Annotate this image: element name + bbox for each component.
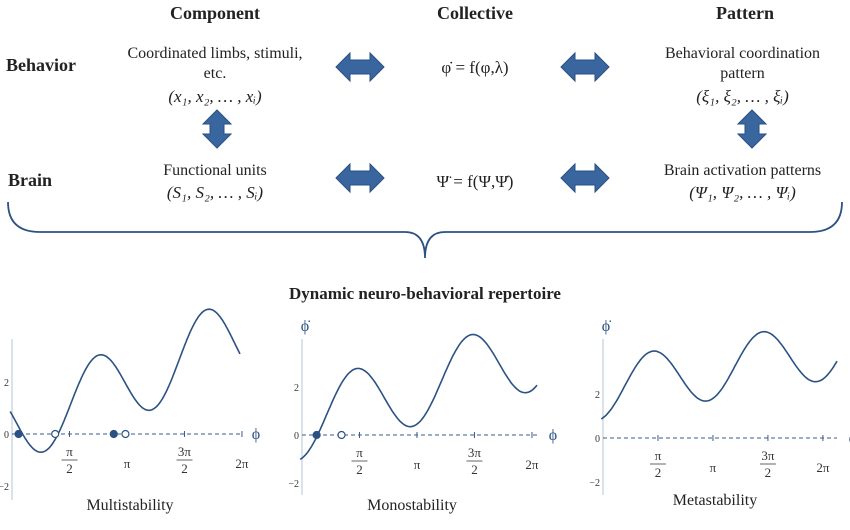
x-axis-label: ϕ (549, 427, 557, 444)
brain-component-line1: Functional units (163, 162, 267, 179)
x-tick-label-denominator: 2 (471, 462, 478, 477)
y-tick-label: −2 (288, 479, 299, 490)
x-tick-label-numerator: π (356, 445, 363, 460)
x-tick-label: 2π (235, 456, 249, 471)
y-tick-label: −2 (0, 482, 9, 493)
plot-caption: Multistability (86, 497, 173, 514)
header-pattern: Pattern (716, 3, 774, 23)
dynamics-curve (299, 333, 538, 460)
brain-pattern-line1: Brain activation patterns (663, 162, 822, 179)
behavior-component: Coordinated limbs, stimuli, etc. (x₁, x₂… (100, 44, 330, 107)
x-tick-label: π (124, 456, 131, 471)
unstable-fixed-point (337, 430, 346, 440)
x-tick-label-denominator: 2 (655, 465, 662, 480)
dynamics-curve (9, 308, 241, 453)
x-tick-label-numerator: 3π (468, 445, 482, 460)
row-label-behavior: Behavior (6, 55, 76, 75)
brain-pattern: Brain activation patterns (Ψ₁, Ψ₂, … , Ψ… (635, 161, 850, 203)
repertoire-brace (7, 201, 843, 259)
x-tick-label: 2π (525, 457, 539, 472)
x-tick-label: π (414, 457, 421, 472)
unstable-fixed-point (121, 429, 130, 439)
behavior-pattern: Behavioral coordination pattern (ξ₁, ξ₂,… (635, 44, 850, 107)
diagram-arrows (7, 51, 843, 259)
x-tick-label-denominator: 2 (765, 465, 772, 480)
x-tick-label: π (710, 460, 717, 475)
arrow-behavior-collective-pattern (560, 51, 610, 83)
arrow-brain-component-collective (335, 162, 385, 194)
brain-pattern-vars: (Ψ₁, Ψ₂, … , Ψᵢ) (689, 183, 796, 202)
brain-component: Functional units (S₁, S₂, … , Sᵢ) (100, 161, 330, 203)
behavior-component-line1: Coordinated limbs, stimuli, (127, 45, 303, 62)
arrow-brain-collective-pattern (560, 162, 610, 194)
repertoire-title: Dynamic neuro-behavioral repertoire (289, 284, 561, 303)
stable-fixed-point (109, 429, 118, 439)
y-tick-label: −2 (589, 478, 600, 489)
behavior-component-line2: etc. (203, 65, 227, 82)
x-tick-label: 2π (816, 460, 830, 475)
x-axis-label: ϕ (252, 426, 260, 443)
x-tick-label-numerator: 3π (761, 448, 775, 463)
arrow-vertical-component (201, 109, 233, 149)
x-tick-label-numerator: π (655, 448, 662, 463)
x-tick-label-numerator: 3π (178, 444, 192, 459)
y-tick-label: 2 (4, 378, 9, 389)
y-tick-label: 2 (595, 390, 600, 401)
x-tick-label-numerator: π (66, 444, 73, 459)
x-tick-label-denominator: 2 (181, 461, 188, 476)
behavior-pattern-vars: (ξ₁, ξ₂, … , ξᵢ) (696, 87, 789, 106)
x-tick-label-denominator: 2 (356, 462, 363, 477)
y-tick-label: 0 (294, 431, 299, 442)
behavior-pattern-line2: pattern (720, 65, 765, 82)
plot-caption: Monostability (367, 497, 457, 514)
y-tick-label: 2 (294, 383, 299, 394)
behavior-collective-equation: φ̇ = f(φ,λ) (441, 58, 509, 77)
stable-fixed-point (312, 430, 321, 440)
stable-fixed-point (14, 429, 23, 439)
header-component: Component (169, 3, 260, 23)
brain-collective-equation: Ψ̈ = f(Ψ,Ψ̇) (436, 172, 514, 191)
arrow-vertical-pattern (736, 109, 768, 149)
y-tick-label: 0 (4, 430, 9, 441)
row-label-brain: Brain (8, 170, 53, 190)
arrow-behavior-component-collective (335, 51, 385, 83)
x-tick-label-denominator: 2 (66, 461, 73, 476)
y-tick-label: 0 (595, 434, 600, 445)
brain-component-vars: (S₁, S₂, … , Sᵢ) (166, 183, 264, 202)
x-axis-label: ϕ (849, 430, 850, 447)
behavior-component-vars: (x₁, x₂, … , xᵢ) (168, 87, 262, 106)
plot-caption: Metastability (673, 492, 757, 509)
behavior-pattern-line1: Behavioral coordination (664, 45, 821, 62)
y-axis-label: ϕ̇ (602, 318, 611, 335)
header-collective: Collective (437, 3, 513, 23)
unstable-fixed-point (51, 429, 60, 439)
y-axis-label: ϕ̇ (301, 318, 310, 335)
dynamics-curve (600, 330, 838, 420)
